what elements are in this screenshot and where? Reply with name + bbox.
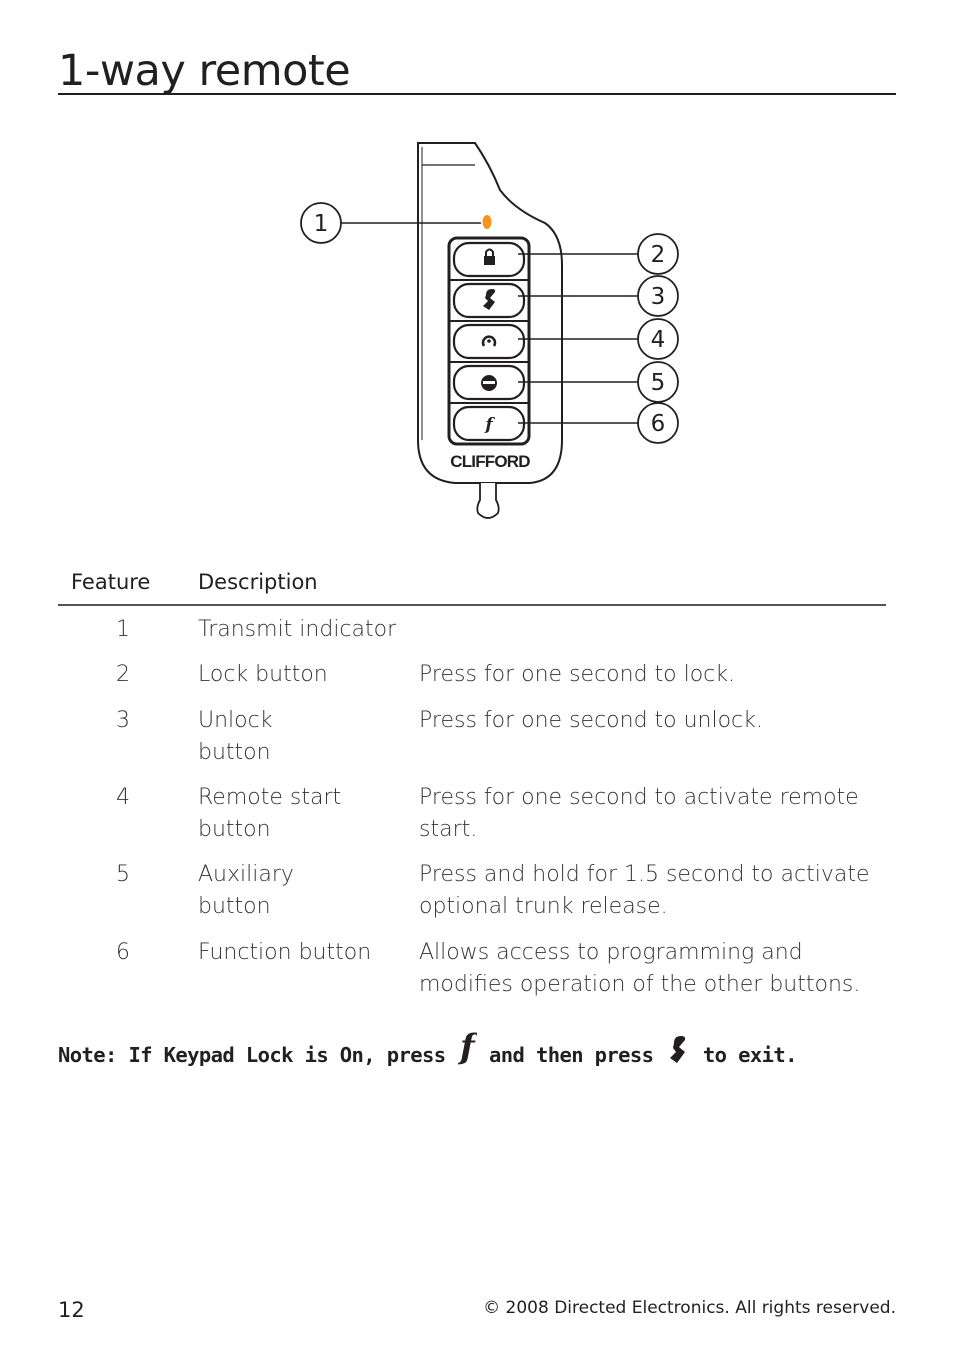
row-description: Press for one second to activate remote … [419,785,859,842]
header-description: Description [198,570,318,594]
function-button-illustration: f [452,405,526,442]
row-number: 2 [116,662,130,687]
unlock-icon [665,1034,691,1071]
note-text-start: Note: If Keypad Lock is On, press [58,1043,446,1067]
row-description: Press for one second to lock. [419,662,736,687]
row-feature: Transmit indicator [198,617,397,642]
row-description: Press and hold for 1.5 second to activat… [419,862,870,919]
callout-2: 2 [651,242,666,268]
note-text-middle: and then press [489,1043,654,1067]
table-row: 6 Function button Allows access to progr… [58,937,886,1017]
table-header: Feature Description [58,560,886,606]
row-number: 5 [116,862,130,887]
remote-start-button-illustration [452,323,526,360]
brand-logo: CLIFFORD [450,452,530,471]
keyring-tab [476,483,500,519]
row-number: 4 [116,785,130,810]
title-rule [58,93,896,95]
row-number: 6 [116,940,130,965]
table-row: 1 Transmit indicator [58,614,886,659]
row-feature: Lock button [198,662,328,687]
callout-5: 5 [651,370,666,396]
transmit-indicator-led [482,215,492,229]
svg-text:f: f [458,1030,477,1066]
keypad-lock-note: Note: If Keypad Lock is On, press f and … [58,1027,798,1071]
callout-3: 3 [651,284,666,310]
unlock-button-illustration [452,282,526,319]
page-title: 1-way remote [58,46,351,96]
table-row: 2 Lock button Press for one second to lo… [58,659,886,705]
callout-6: 6 [651,411,666,437]
row-number: 3 [116,708,130,733]
remote-illustration: f CLIFFORD 1 2 3 4 5 6 [300,142,679,519]
row-feature: Remote start button [198,785,342,842]
lock-button-illustration [452,241,526,278]
table-row: 4 Remote start button Press for one seco… [58,782,886,859]
svg-text:f: f [484,415,495,435]
page-number: 12 [58,1298,85,1322]
remote-figure: f CLIFFORD 1 2 3 4 5 6 [290,135,710,525]
note-text-end: to exit. [702,1043,798,1067]
callout-4: 4 [651,327,666,353]
row-feature: Function button [198,940,372,965]
row-description: Press for one second to unlock. [419,708,763,733]
table-row: 3 Unlock button Press for one second to … [58,705,886,782]
table-row: 5 Auxiliary button Press and hold for 1.… [58,859,886,937]
auxiliary-button-illustration [452,364,526,401]
row-number: 1 [116,617,130,642]
copyright-notice: © 2008 Directed Electronics. All rights … [483,1298,896,1318]
row-feature: Auxiliary button [198,862,294,919]
row-description: Allows access to programming and modifie… [419,940,861,997]
row-feature: Unlock button [198,708,273,765]
header-feature: Feature [71,570,151,594]
callout-1: 1 [314,211,329,237]
feature-table: Feature Description 1 Transmit indicator… [58,560,886,1017]
function-icon: f [457,1027,481,1071]
